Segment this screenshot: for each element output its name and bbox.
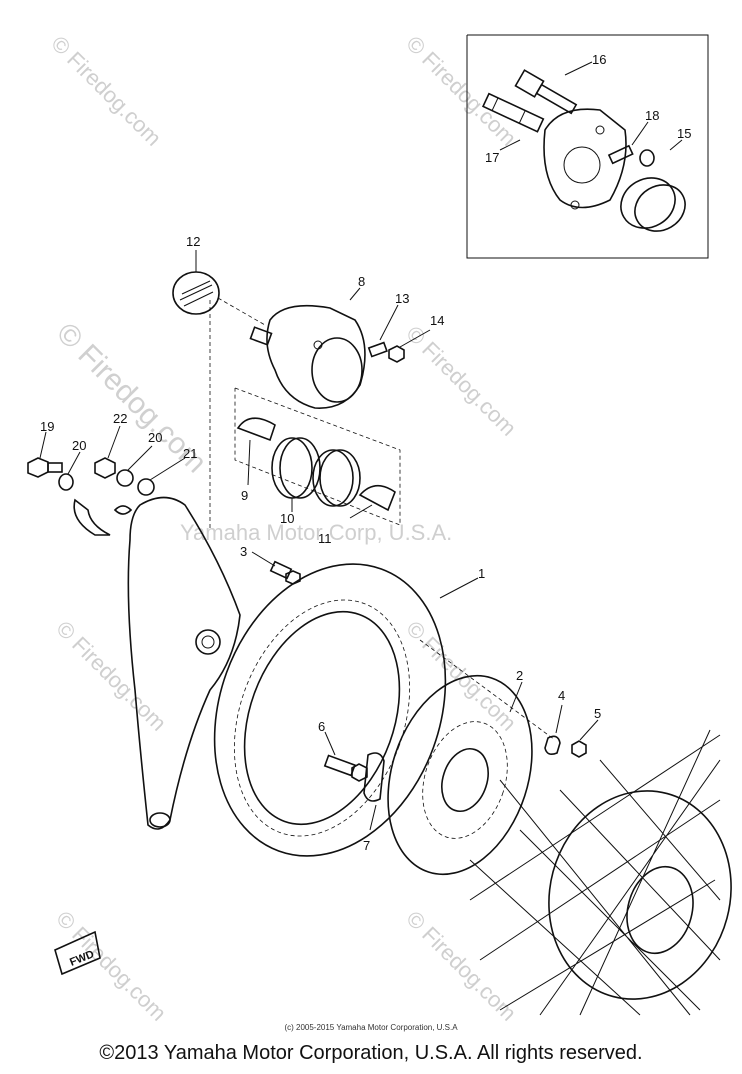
callout-2: 2 (516, 668, 523, 683)
callout-10: 10 (280, 511, 294, 526)
callout-12: 12 (186, 234, 200, 249)
watermark-layer: © Firedog.com © Firedog.com © Firedog.co… (46, 31, 521, 1026)
callout-15: 15 (677, 126, 691, 141)
copyright-footer: ©2013 Yamaha Motor Corporation, U.S.A. A… (99, 1042, 643, 1064)
callout-1: 1 (478, 566, 485, 581)
brake-disc: 1 6 7 (213, 563, 485, 857)
callout-6: 6 (318, 719, 325, 734)
callout-20b: 20 (148, 430, 162, 445)
callout-19: 19 (40, 419, 54, 434)
callout-16: 16 (592, 52, 606, 67)
watermark-site: © Firedog.com (401, 616, 521, 736)
caliper-inset: 16 17 18 15 (466, 34, 709, 259)
callout-7: 7 (363, 838, 370, 853)
callout-5: 5 (594, 706, 601, 721)
watermark-site: © Firedog.com (51, 906, 171, 1026)
watermark-site: © Firedog.com (46, 31, 166, 151)
callout-18: 18 (645, 108, 659, 123)
watermark-corp: Yamaha Motor Corp, U.S.A. (180, 520, 452, 545)
callout-22: 22 (113, 411, 127, 426)
callout-3: 3 (240, 544, 247, 559)
watermark-site: © Firedog.com (401, 31, 521, 151)
callout-13: 13 (395, 291, 409, 306)
caliper-assembly: 12 8 13 14 9 10 11 (172, 234, 444, 546)
wheel-hub: 2 4 5 (387, 639, 732, 1016)
callout-21: 21 (183, 446, 197, 461)
callout-4: 4 (558, 688, 565, 703)
watermark-site: © Firedog.com (51, 616, 171, 736)
callout-9: 9 (241, 488, 248, 503)
watermark-site: © Firedog.com (401, 321, 521, 441)
caliper-bracket: 19 20 22 20 21 3 (27, 411, 301, 830)
callout-8: 8 (358, 274, 365, 289)
callout-20: 20 (72, 438, 86, 453)
callout-14: 14 (430, 313, 444, 328)
callout-11: 11 (318, 531, 332, 546)
callout-17: 17 (485, 150, 499, 165)
small-copyright: (c) 2005-2015 Yamaha Motor Corporation, … (284, 1023, 458, 1032)
